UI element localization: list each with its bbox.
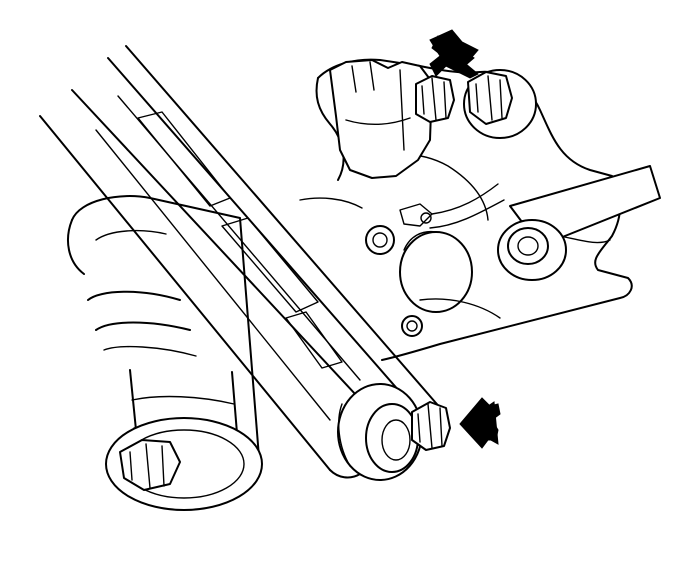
- control-arm: [39, 45, 443, 479]
- arrow-down-right-icon: [429, 29, 479, 79]
- upper-bolt-left: [415, 75, 455, 123]
- sensor-wire-clip: [399, 183, 505, 229]
- lower-bushing: [337, 383, 423, 481]
- lower-bolt: [411, 401, 451, 451]
- upper-bracket: [329, 59, 433, 179]
- lower-left-nut: [105, 417, 263, 511]
- arrow-left-icon: [459, 397, 501, 449]
- upper-nut-right: [463, 69, 537, 139]
- stabilizer-bar: [497, 165, 661, 281]
